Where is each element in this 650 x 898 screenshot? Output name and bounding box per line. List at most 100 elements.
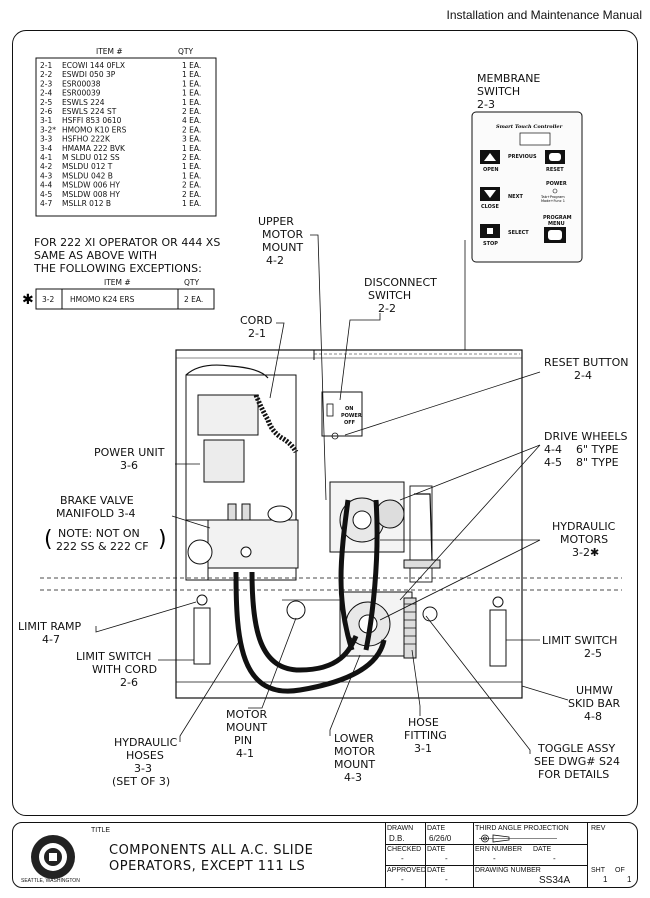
svg-text:222 SS & 222 CF: 222 SS & 222 CF	[56, 540, 149, 553]
parts-cell-qty: 2 EA.	[182, 107, 201, 116]
parts-cell-qty: 1 EA.	[182, 70, 201, 79]
svg-text:HOSE: HOSE	[408, 716, 439, 729]
open-button[interactable]: OPEN	[480, 150, 500, 173]
svg-text:LOWER: LOWER	[334, 732, 374, 745]
exception-star-icon: ✱	[22, 292, 34, 308]
parts-cell-item: MSLDU 042 B	[62, 171, 113, 180]
approved-label: APPROVED	[387, 867, 426, 874]
parts-cell-num: 3-4	[40, 144, 52, 153]
parts-cell-num: 3-3	[40, 135, 52, 144]
parts-cell-item: HMOMO K10 ERS	[62, 125, 127, 134]
previous-label: PREVIOUS	[508, 154, 537, 160]
reset-button-knob-icon	[331, 432, 339, 440]
title-line-1: COMPONENTS ALL A.C. SLIDE	[109, 843, 314, 858]
parts-cell-qty: 1 EA.	[182, 61, 201, 70]
parts-cell-num: 2-2	[40, 70, 52, 79]
svg-text:FOR DETAILS: FOR DETAILS	[538, 768, 609, 781]
ern-date-value: -	[553, 854, 556, 863]
exception-row-item: HMOMO K24 ERS	[70, 295, 135, 304]
exceptions-col-item: ITEM #	[104, 278, 131, 287]
ern-label: ERN NUMBER	[475, 846, 523, 853]
parts-cell-item: ESR00038	[62, 79, 101, 88]
svg-text:(SET OF 3): (SET OF 3)	[112, 775, 170, 788]
title-label: TITLE	[91, 827, 111, 834]
svg-text:SKID BAR: SKID BAR	[568, 697, 620, 710]
svg-text:2-2: 2-2	[378, 302, 396, 315]
svg-text:PIN: PIN	[234, 734, 252, 747]
hydraulic-hose-1	[233, 571, 387, 694]
reset-button[interactable]: RESET	[545, 150, 565, 173]
hydraulic-hose-2	[249, 571, 359, 673]
parts-cell-item: MSLDW 006 HY	[62, 181, 120, 190]
motor-mount-pin	[286, 600, 306, 620]
svg-text:2-1: 2-1	[248, 327, 266, 340]
svg-text:4-4: 4-4	[544, 443, 562, 456]
svg-text:MOTOR: MOTOR	[334, 745, 376, 758]
ern-value: -	[493, 854, 496, 863]
svg-text:MOTORS: MOTORS	[560, 533, 608, 546]
parts-cell-item: MSLDW 008 HY	[62, 190, 120, 199]
drawing-number-value: SS34A	[539, 875, 571, 886]
approved-date-value: -	[445, 875, 448, 884]
parts-cell-item: ESWDI 050 3P	[62, 70, 116, 79]
drawn-label: DRAWN	[387, 825, 414, 832]
program-menu-button[interactable]	[544, 227, 566, 243]
exceptions-block: FOR 222 XI OPERATOR OR 444 XS SAME AS AB…	[22, 236, 220, 310]
approved-value: -	[401, 875, 404, 884]
svg-text:HYDRAULIC: HYDRAULIC	[114, 736, 178, 749]
hose-fitting-callout: HOSE FITTING 3-1	[404, 716, 447, 755]
svg-text:MOTOR: MOTOR	[226, 708, 268, 721]
close-button[interactable]: CLOSE	[480, 187, 500, 210]
power-note-1: Tab+Program	[540, 195, 565, 199]
drawing-number-label: DRAWING NUMBER	[475, 867, 541, 874]
parts-cell-num: 2-6	[40, 107, 52, 116]
drawing-frame	[12, 30, 638, 816]
parts-cell-item: ECOWI 144 0FLX	[62, 61, 125, 70]
parts-cell-num: 3-1	[40, 116, 52, 125]
svg-text:MOUNT: MOUNT	[334, 758, 375, 771]
parts-cell-qty: 3 EA.	[182, 135, 201, 144]
svg-text:SEE DWG# S24: SEE DWG# S24	[534, 755, 620, 768]
membrane-label-1: MEMBRANE	[477, 72, 540, 85]
svg-text:SWITCH: SWITCH	[368, 289, 411, 302]
svg-text:POWER UNIT: POWER UNIT	[94, 446, 165, 459]
parts-cell-item: MSLLR 012 B	[62, 199, 111, 208]
parts-cell-num: 2-3	[40, 79, 52, 88]
cord-coil	[253, 394, 299, 454]
power-note-2: Mode+Func 1	[541, 199, 565, 203]
panel-title: Smart Touch Controller	[496, 124, 563, 130]
drawn-value: D.B.	[389, 834, 405, 843]
exception-row-num: 3-2	[42, 295, 54, 304]
parts-cell-item: M SLDU 012 SS	[62, 153, 120, 162]
stop-button[interactable]: STOP	[480, 224, 500, 247]
parts-cell-qty: 4 EA.	[182, 116, 201, 125]
svg-text:HYDRAULIC: HYDRAULIC	[552, 520, 616, 533]
exceptions-note-line3: THE FOLLOWING EXCEPTIONS:	[33, 262, 202, 275]
switch-on-label: ON	[345, 406, 353, 412]
parts-table-row: 3-1 HSFFI 853 0610 4 EA.	[40, 116, 201, 125]
cord-callout: CORD 2-1	[240, 314, 272, 340]
svg-text:8" TYPE: 8" TYPE	[576, 456, 619, 469]
parts-cell-num: 4-4	[40, 181, 52, 190]
parts-cell-item: HSFFI 853 0610	[62, 116, 122, 125]
parts-table-col-item: ITEM #	[96, 47, 123, 56]
parts-cell-num: 2-5	[40, 98, 52, 107]
svg-text:FITTING: FITTING	[404, 729, 447, 742]
svg-text:3-2✱: 3-2✱	[572, 546, 599, 559]
rev-label: REV	[591, 825, 606, 832]
svg-text:BRAKE VALVE: BRAKE VALVE	[60, 494, 134, 507]
title-line-2: OPERATORS, EXCEPT 111 LS	[109, 859, 306, 874]
reset-button-callout: RESET BUTTON 2-4	[544, 356, 628, 382]
svg-text:HOSES: HOSES	[126, 749, 164, 762]
brake-valve-manifold	[207, 519, 299, 569]
ern-date-label: DATE	[533, 846, 552, 853]
exceptions-note-line2: SAME AS ABOVE WITH	[34, 249, 157, 262]
membrane-label-3: 2-3	[477, 98, 495, 111]
